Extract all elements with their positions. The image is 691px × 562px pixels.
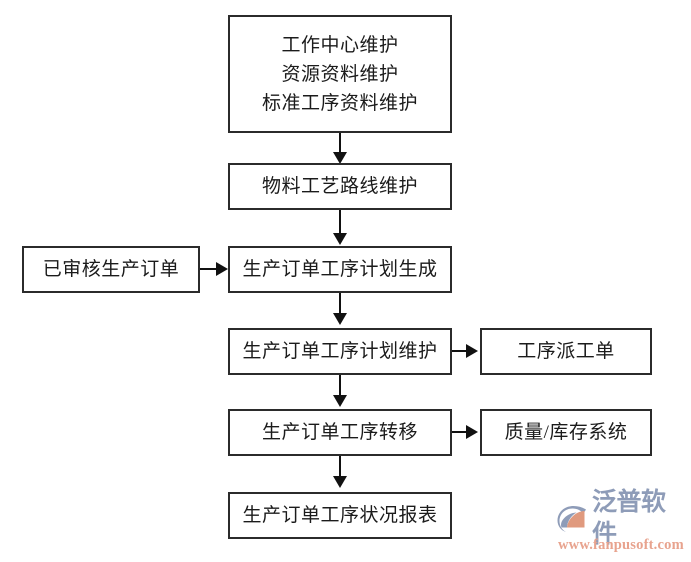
watermark-url: www.fanpusoft.com: [558, 537, 684, 553]
node-quality-inventory-system-label: 质量/库存系统: [504, 422, 628, 443]
node-operation-dispatch-order-label: 工序派工单: [517, 341, 615, 362]
node-basic-data-line-1: 工作中心维护: [281, 34, 399, 56]
node-basic-data-line-3: 标准工序资料维护: [261, 92, 418, 114]
node-operation-plan-generate-label: 生产订单工序计划生成: [242, 259, 438, 280]
node-operation-dispatch-order[interactable]: 工序派工单: [480, 328, 652, 375]
node-basic-data-line-2: 资源资料维护: [281, 63, 399, 85]
watermark-brand-name: 泛普软件: [592, 487, 666, 548]
node-operation-plan-maintain[interactable]: 生产订单工序计划维护: [228, 328, 452, 375]
node-operation-transfer[interactable]: 生产订单工序转移: [228, 409, 452, 456]
node-operation-plan-maintain-label: 生产订单工序计划维护: [242, 341, 438, 362]
node-basic-data[interactable]: 工作中心维护 资源资料维护 标准工序资料维护: [228, 15, 452, 133]
watermark-logo: 泛普软件 www.fanpusoft.com: [556, 487, 688, 558]
node-route-maintenance-label: 物料工艺路线维护: [261, 176, 418, 197]
node-operation-plan-generate[interactable]: 生产订单工序计划生成: [228, 246, 452, 293]
node-operation-status-report-label: 生产订单工序状况报表: [242, 505, 438, 526]
node-approved-production-order-label: 已审核生产订单: [42, 259, 180, 280]
node-quality-inventory-system[interactable]: 质量/库存系统: [480, 409, 652, 456]
node-operation-status-report[interactable]: 生产订单工序状况报表: [228, 492, 452, 539]
node-operation-transfer-label: 生产订单工序转移: [261, 422, 418, 443]
node-route-maintenance[interactable]: 物料工艺路线维护: [228, 163, 452, 210]
fanpu-logo-icon: [557, 506, 586, 532]
node-approved-production-order[interactable]: 已审核生产订单: [22, 246, 200, 293]
